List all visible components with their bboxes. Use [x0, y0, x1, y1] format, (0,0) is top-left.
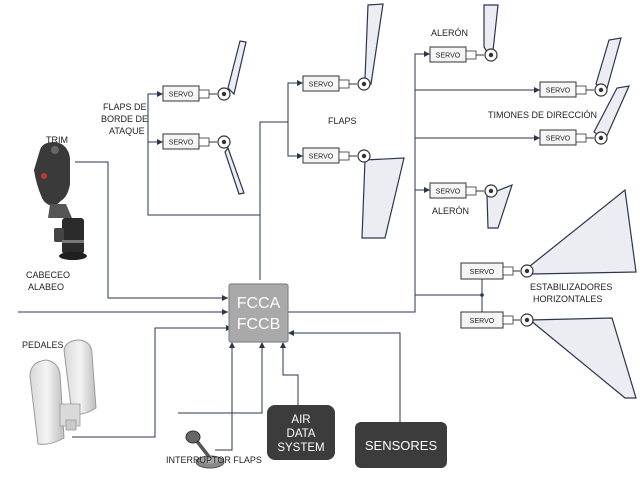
flaps-borde-label-2: BORDE DE	[101, 114, 148, 124]
servo-stabilizer-top: SERVO	[460, 262, 534, 280]
air-data-line1: AIR	[291, 414, 310, 426]
computer-line1: FCCA	[237, 295, 281, 312]
joystick-icon	[34, 142, 87, 260]
leading-edge-flap-bottom	[224, 146, 245, 195]
servo-rudder-top: SERVO	[539, 81, 608, 98]
trim-label: TRIM	[46, 135, 68, 145]
servo-leading-edge-bottom: SERVO	[162, 133, 231, 150]
air-data-line3: SYSTEM	[277, 442, 324, 454]
sensors-box: SENSORES	[355, 422, 447, 468]
servo-label: SERVO	[470, 269, 495, 276]
flap-top	[364, 3, 384, 86]
flap-bottom	[361, 157, 405, 239]
servo-label: SERVO	[309, 82, 334, 89]
estabilizadores-label-1: ESTABILIZADORES	[530, 282, 612, 292]
servo-label: SERVO	[169, 92, 194, 99]
servo-rudder-bottom: SERVO	[539, 129, 608, 146]
servo-leading-edge-top: SERVO	[162, 85, 231, 102]
servo-label: SERVO	[470, 318, 495, 325]
flight-control-computer: FCCA FCCB	[228, 283, 289, 343]
servo-label: SERVO	[169, 140, 194, 147]
air-data-line2: DATA	[287, 428, 316, 440]
servo-stabilizer-bottom: SERVO	[460, 311, 534, 329]
pedales-label: PEDALES	[22, 340, 64, 350]
servo-flaps-top: SERVO	[302, 75, 371, 92]
aleron-top-label: ALERÓN	[431, 28, 468, 38]
servo-label: SERVO	[546, 136, 571, 143]
leading-edge-flap-top	[227, 40, 247, 96]
servo-aileron-top: SERVO	[429, 46, 498, 63]
estabilizadores-label-2: HORIZONTALES	[533, 294, 602, 304]
wires	[18, 51, 540, 451]
flaps-borde-label-3: ATAQUE	[109, 126, 145, 136]
stabilizer-bottom	[528, 317, 637, 399]
flap-switch-icon	[185, 430, 225, 469]
servo-label: SERVO	[309, 154, 334, 161]
stabilizer-top	[529, 188, 637, 275]
labels: TRIM CABECEO ALABEO PEDALES INTERRUPTOR …	[22, 28, 612, 465]
sensors-label: SENSORES	[365, 438, 438, 453]
flaps-label: FLAPS	[328, 116, 357, 126]
alabeo-label: ALABEO	[28, 282, 64, 292]
pedals-icon	[29, 339, 97, 445]
servo-aileron-bottom: SERVO	[429, 182, 498, 199]
air-data-system-box: AIR DATA SYSTEM	[267, 405, 335, 460]
flaps-borde-label-1: FLAPS DE	[103, 102, 147, 112]
servo-label: SERVO	[436, 53, 461, 60]
servo-flaps-bottom: SERVO	[302, 147, 371, 164]
servo-label: SERVO	[546, 88, 571, 95]
control-surfaces	[224, 3, 637, 399]
servos: SERVO SERVO SERVO SERVO	[162, 46, 608, 329]
timones-label: TIMONES DE DIRECCIÓN	[488, 110, 597, 120]
computer-line2: FCCB	[237, 316, 281, 333]
interruptor-flaps-label: INTERRUPTOR FLAPS	[166, 455, 262, 465]
servo-label: SERVO	[436, 189, 461, 196]
cabeceo-label: CABECEO	[26, 270, 70, 280]
aleron-bottom-label: ALERÓN	[432, 206, 469, 216]
